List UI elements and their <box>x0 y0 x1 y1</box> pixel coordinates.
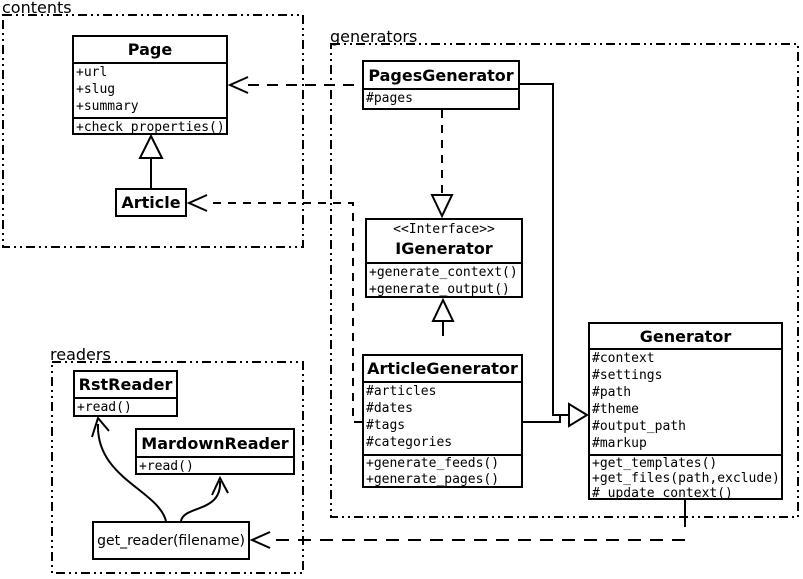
method: +get_templates() <box>592 456 718 471</box>
edge-generator-to-getreader-dependency <box>249 500 686 549</box>
edge-articlegenerator-to-article-dependency <box>186 194 362 423</box>
method: +get_files(path,exclude) <box>592 471 780 486</box>
generator-methods: +get_templates() +get_files(path,exclude… <box>590 454 781 498</box>
class-title-rstreader: RstReader <box>78 375 173 394</box>
class-box-markdownreader: MardownReader +read() <box>135 428 295 475</box>
attribute: #theme <box>592 402 639 417</box>
edge-articlegenerator-to-generator-generalization <box>523 415 561 423</box>
interface-stereotype: <<Interface>> <box>393 222 495 237</box>
edge-getreader-to-markdownreader-arrow <box>180 475 229 522</box>
edge-pagesgenerator-to-page-dependency <box>227 76 362 94</box>
class-box-article: Article <box>115 188 187 217</box>
attribute: #path <box>592 385 632 400</box>
attribute: #settings <box>592 368 663 383</box>
edge-pagesgenerator-to-igenerator-realization <box>430 110 454 219</box>
generators-package-label: generators <box>330 27 418 46</box>
attribute: +slug <box>76 82 116 97</box>
attribute: #pages <box>366 91 413 106</box>
class-box-articlegenerator: ArticleGenerator #articles #dates #tags … <box>362 354 523 488</box>
markdownreader-methods: +read() <box>137 456 293 473</box>
method: +generate_context() <box>369 265 518 280</box>
attribute: #context <box>592 351 655 366</box>
method: +read() <box>77 400 132 415</box>
attribute: +summary <box>76 99 139 114</box>
edge-articlegenerator-to-igenerator-generalization <box>431 297 455 336</box>
generator-attributes: #context #settings #path #theme #output_… <box>590 348 781 454</box>
class-title-page: Page <box>127 40 173 59</box>
class-box-rstreader: RstReader +read() <box>73 370 178 417</box>
class-title-article: Article <box>121 193 181 212</box>
attribute: #output_path <box>592 419 686 434</box>
class-box-pagesgenerator: PagesGenerator #pages <box>362 60 520 110</box>
igenerator-methods: +generate_context() +generate_output() <box>367 262 521 296</box>
method: #_update_context() <box>592 486 733 498</box>
page-attributes: +url +slug +summary <box>74 62 226 117</box>
method: +generate_output() <box>369 282 510 296</box>
class-title-pagesgenerator: PagesGenerator <box>368 65 514 85</box>
contents-package-label: contents <box>2 0 72 17</box>
readers-package-label: readers <box>50 345 111 364</box>
method: +generate_feeds() <box>366 456 500 471</box>
function-label: get_reader(filename) <box>97 532 245 549</box>
class-title-articlegenerator: ArticleGenerator <box>367 359 518 378</box>
rstreader-methods: +read() <box>75 397 176 415</box>
attribute: #dates <box>366 401 413 416</box>
method: +generate_pages() <box>366 472 500 486</box>
class-title-generator: Generator <box>639 326 732 346</box>
class-box-page: Page +url +slug +summary +check_properti… <box>72 35 228 135</box>
attribute: +url <box>76 65 108 80</box>
attribute: #categories <box>366 435 453 450</box>
edge-getreader-to-rstreader-arrow <box>91 415 167 522</box>
attribute: #tags <box>366 418 406 433</box>
articlegenerator-methods: +generate_feeds() +generate_pages() <box>364 454 521 486</box>
page-methods: +check_properties() <box>74 117 226 133</box>
method: +check_properties() <box>76 120 225 133</box>
class-box-igenerator: <<Interface>> IGenerator +generate_conte… <box>365 218 523 298</box>
readers-package-border <box>51 361 304 574</box>
function-box-get-reader: get_reader(filename) <box>92 521 250 560</box>
articlegenerator-attributes: #articles #dates #tags #categories <box>364 381 521 454</box>
method: +read() <box>139 459 194 473</box>
class-title-igenerator: IGenerator <box>395 239 493 258</box>
generators-package-border <box>330 43 799 518</box>
class-title-markdownreader: MardownReader <box>141 433 289 453</box>
contents-package-border <box>2 14 304 248</box>
pagesgenerator-attributes: #pages <box>364 88 518 108</box>
class-box-generator: Generator #context #settings #path #them… <box>588 322 783 500</box>
igenerator-header: <<Interface>> IGenerator <box>367 220 521 262</box>
edge-pagesgenerator-to-generator-generalization <box>520 83 589 428</box>
attribute: #markup <box>592 436 647 451</box>
edge-article-to-page-generalization <box>138 133 164 188</box>
attribute: #articles <box>366 384 437 399</box>
